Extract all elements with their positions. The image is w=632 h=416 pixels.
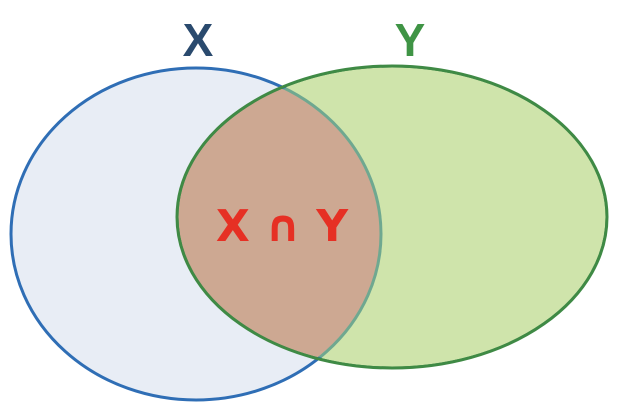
set-y-label: Y (395, 14, 426, 66)
set-x-label: X (183, 14, 214, 66)
set-y-outline (175, 64, 609, 370)
intersection-label: X ∩ Y (216, 201, 349, 252)
intersection-region (177, 68, 381, 368)
set-x-outline (9, 66, 383, 402)
intersection-fill (177, 68, 381, 368)
